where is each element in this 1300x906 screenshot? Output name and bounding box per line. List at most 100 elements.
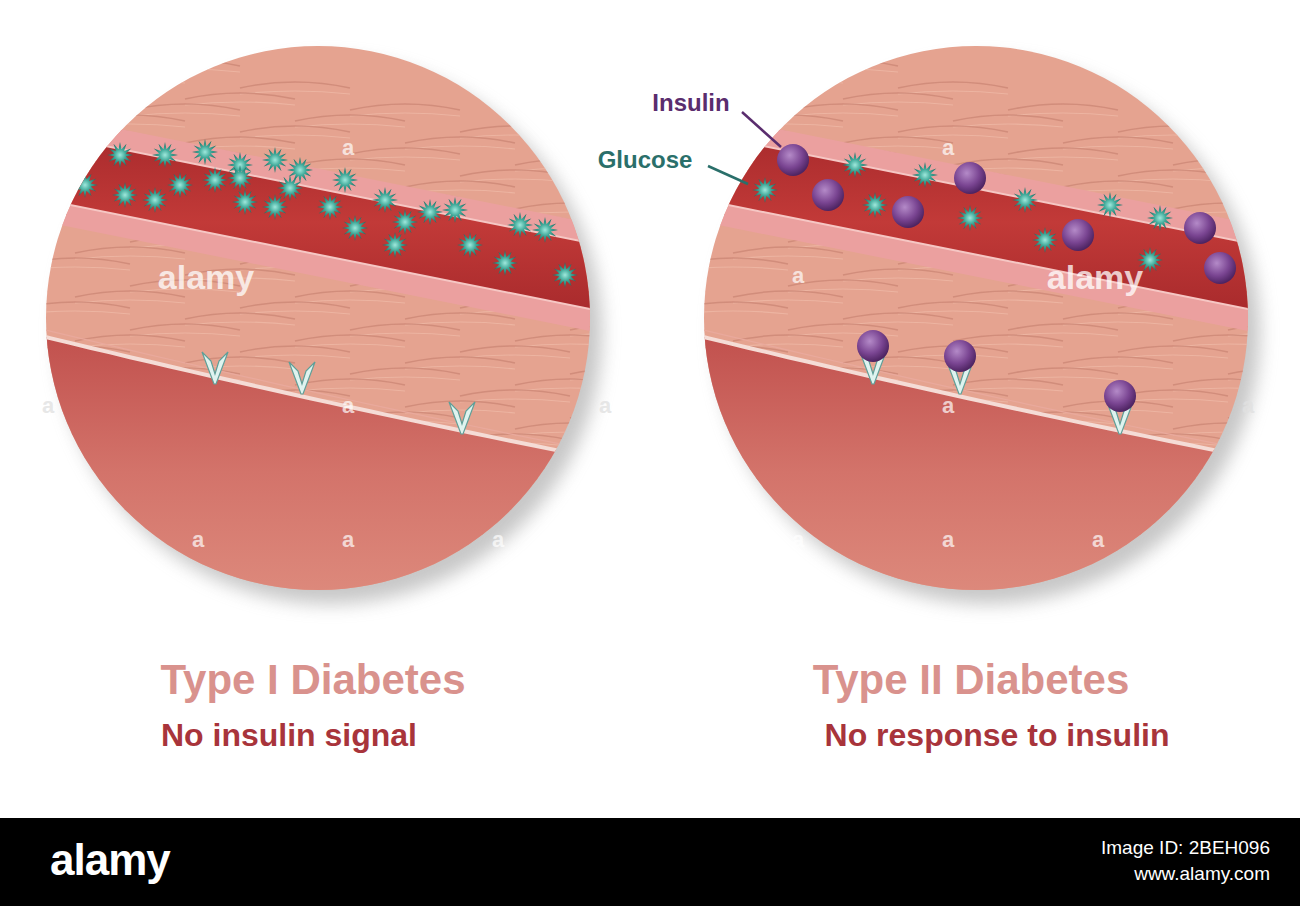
muscle-fiber bbox=[570, 500, 680, 506]
muscle-fiber bbox=[1228, 500, 1300, 506]
insulin-molecule bbox=[892, 196, 924, 228]
muscle-fiber bbox=[1063, 357, 1173, 363]
insulin-molecule bbox=[1062, 219, 1094, 251]
muscle-fiber bbox=[1283, 533, 1300, 539]
muscle-fiber bbox=[350, 104, 460, 110]
muscle-fiber bbox=[185, 137, 295, 143]
muscle-fiber bbox=[1283, 269, 1300, 275]
glucose-molecule bbox=[382, 232, 408, 258]
muscle-fiber bbox=[898, 126, 1008, 132]
muscle-fiber bbox=[20, 267, 130, 270]
muscle-fiber bbox=[1008, 368, 1118, 374]
muscle-fiber bbox=[1173, 335, 1283, 341]
muscle-fiber bbox=[733, 71, 843, 77]
muscle-fiber bbox=[843, 269, 953, 275]
muscle-fiber bbox=[130, 324, 240, 330]
glucose-molecule bbox=[112, 182, 138, 208]
muscle-fiber bbox=[1063, 181, 1173, 187]
glucose-molecule bbox=[552, 262, 578, 288]
muscle-fiber bbox=[625, 586, 735, 589]
muscle-fiber bbox=[20, 302, 130, 308]
muscle-fiber bbox=[678, 126, 788, 132]
diagram-subtitle: No response to insulin bbox=[825, 718, 1170, 753]
muscle-fiber bbox=[1228, 236, 1300, 242]
muscle-fiber bbox=[1228, 588, 1300, 594]
muscle-fiber bbox=[1283, 410, 1300, 413]
muscle-fiber bbox=[1228, 456, 1300, 462]
muscle-fiber bbox=[460, 346, 570, 352]
muscle-fiber bbox=[460, 170, 570, 176]
muscle-fiber bbox=[1283, 454, 1300, 457]
glucose-molecule bbox=[842, 152, 868, 178]
muscle-fiber bbox=[570, 553, 680, 556]
watermark: a bbox=[342, 394, 354, 418]
muscle-fiber bbox=[953, 335, 1063, 341]
muscle-fiber bbox=[1228, 245, 1300, 248]
muscle-fiber bbox=[1173, 511, 1283, 517]
glucose-molecule bbox=[1097, 192, 1123, 218]
muscle-fiber bbox=[75, 124, 185, 127]
glucose-molecule bbox=[152, 142, 178, 168]
muscle-fiber bbox=[460, 126, 570, 132]
muscle-fiber bbox=[295, 335, 405, 341]
vessel-edge bbox=[30, 197, 610, 313]
insulin-receptor bbox=[449, 402, 475, 434]
leader-line bbox=[742, 112, 781, 147]
muscle-fiber bbox=[570, 456, 680, 462]
watermark: a bbox=[192, 528, 204, 552]
muscle-fiber bbox=[570, 192, 680, 198]
glucose-molecule bbox=[167, 172, 193, 198]
part-label: Insulin bbox=[652, 90, 729, 116]
vessel-edge bbox=[30, 131, 610, 247]
insulin-molecule bbox=[1104, 380, 1136, 412]
watermark: a bbox=[492, 528, 504, 552]
muscle-fiber bbox=[350, 324, 460, 330]
muscle-fiber bbox=[570, 588, 680, 594]
muscle-fiber bbox=[405, 401, 515, 407]
muscle-fiber bbox=[460, 566, 570, 572]
cell-interior bbox=[688, 333, 1268, 610]
muscle-fiber bbox=[1173, 159, 1283, 165]
footer-bar bbox=[0, 818, 1300, 906]
watermark: a bbox=[792, 264, 804, 288]
glucose-molecule bbox=[317, 194, 343, 220]
insulin-molecule bbox=[1184, 212, 1216, 244]
muscle-fiber bbox=[733, 335, 843, 341]
glucose-molecule bbox=[232, 189, 258, 215]
watermark: a bbox=[599, 394, 611, 418]
muscle-fiber bbox=[788, 60, 898, 66]
muscle-fiber bbox=[1283, 489, 1300, 495]
watermark: a bbox=[792, 528, 804, 552]
muscle-fiber bbox=[1228, 553, 1300, 556]
muscle-fiber bbox=[1283, 542, 1300, 545]
muscle-fiber bbox=[678, 38, 788, 44]
muscle-fiber bbox=[1173, 599, 1283, 605]
muscle-fiber bbox=[185, 93, 295, 99]
muscle-fiber bbox=[788, 69, 898, 72]
muscle-fiber bbox=[1008, 104, 1118, 110]
muscle-fiber bbox=[1283, 630, 1300, 633]
muscle-fiber bbox=[240, 126, 350, 132]
muscle-fiber bbox=[625, 498, 735, 501]
muscle-fiber bbox=[1118, 170, 1228, 176]
muscle-fiber bbox=[1283, 181, 1300, 187]
muscle-fiber bbox=[733, 124, 843, 127]
muscle-fiber bbox=[1283, 445, 1300, 451]
muscle-fiber bbox=[20, 311, 130, 314]
muscle-fiber bbox=[733, 80, 843, 83]
muscle-fiber bbox=[405, 137, 515, 143]
muscle-fiber bbox=[185, 357, 295, 363]
glucose-molecule bbox=[752, 177, 778, 203]
muscle-fiber bbox=[898, 82, 1008, 88]
muscle-fiber bbox=[515, 555, 625, 561]
watermark: a bbox=[1242, 394, 1254, 418]
muscle-fiber bbox=[240, 346, 350, 352]
muscle-fiber bbox=[1118, 575, 1228, 578]
muscle-fiber bbox=[515, 423, 625, 429]
muscle-fiber bbox=[678, 311, 788, 314]
muscle-fiber bbox=[1173, 564, 1283, 567]
muscle-fiber bbox=[678, 47, 788, 50]
insulin-molecule bbox=[812, 179, 844, 211]
muscle-fiber bbox=[1283, 322, 1300, 325]
muscle-fiber bbox=[1283, 313, 1300, 319]
